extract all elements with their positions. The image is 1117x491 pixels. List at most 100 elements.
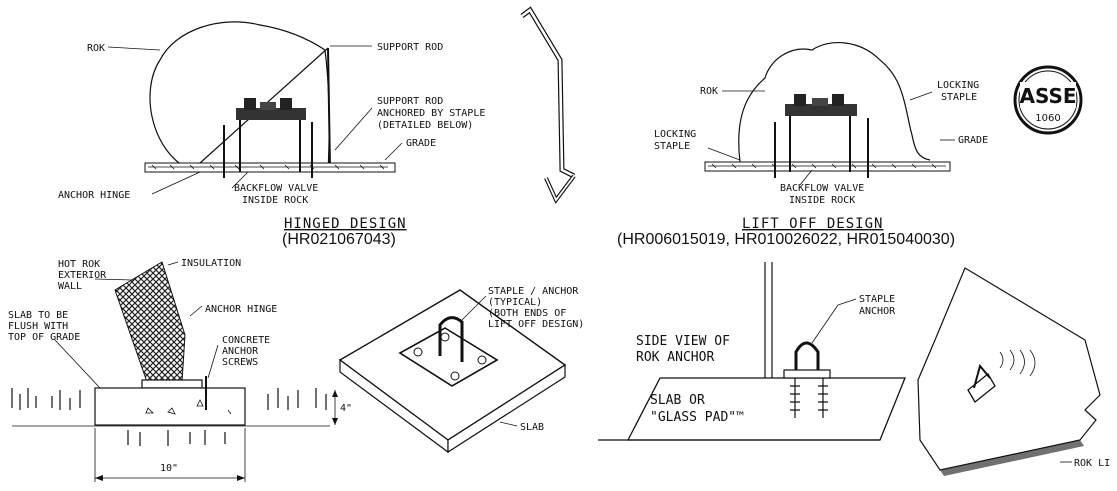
hinged-backflow-leader xyxy=(231,171,249,189)
staple-anchor-label-3: (BOTH ENDS OF xyxy=(488,308,566,319)
hinged-backflow-label-2: INSIDE ROCK xyxy=(242,195,308,206)
slab-flush-label-2: FLUSH WITH xyxy=(8,321,68,332)
exterior-wall-leader xyxy=(94,278,134,281)
side-view-staple-leader-2 xyxy=(837,298,857,306)
concrete-screws-label-2: ANCHOR xyxy=(222,346,259,357)
hinged-backflow-label-1: BACKFLOW VALVE xyxy=(234,183,318,194)
anchor-hinge-leader xyxy=(189,305,203,317)
liftoff-locking-left-leader xyxy=(707,147,741,161)
hinged-backflow-valve xyxy=(223,98,313,178)
rok-lid-figure: ROK LI xyxy=(917,267,1110,476)
exterior-wall-label-1: HOT ROK xyxy=(58,259,100,270)
staple-anchor-label-1: STAPLE / ANCHOR xyxy=(488,286,579,297)
plate-bolt-2 xyxy=(440,332,450,342)
staple-anchor-figure: STAPLE / ANCHOR (TYPICAL) (BOTH ENDS OF … xyxy=(338,286,584,454)
staple-anchor-label-2: (TYPICAL) xyxy=(488,297,542,308)
rok-lid-label: ROK LI xyxy=(1074,458,1110,469)
side-view-plate xyxy=(783,369,831,379)
concrete-slab-section xyxy=(94,387,246,426)
hinge-detail-figure: HOT ROK EXTERIOR WALL INSULATION ANCHOR … xyxy=(8,258,352,482)
hinged-rok-label: ROK xyxy=(87,43,105,54)
hinged-support-rod-label: SUPPORT ROD xyxy=(377,42,443,53)
liftoff-grade-label: GRADE xyxy=(958,135,988,146)
side-view-title-2: ROK ANCHOR xyxy=(636,350,714,365)
hinged-anchored-leader xyxy=(334,107,373,151)
hinged-rok-leader xyxy=(107,46,161,51)
hinged-grade-leader xyxy=(384,142,403,161)
rok-lid-plate xyxy=(967,373,996,403)
rok-lid-thickness xyxy=(940,440,1084,476)
plate-bolt-4 xyxy=(450,371,460,381)
side-view-figure: SIDE VIEW OF ROK ANCHOR STAPLE ANCHOR SL… xyxy=(598,262,906,441)
staple-anchor-label-4: LIFT OFF DESIGN) xyxy=(488,319,584,330)
isometric-slab-side xyxy=(447,363,566,454)
concrete-screws-label-1: CONCRETE xyxy=(222,335,270,346)
support-rod-tool xyxy=(520,6,576,204)
side-view-staple-leader xyxy=(811,304,839,344)
plate-bolt-3 xyxy=(477,355,487,365)
hinged-support-rod xyxy=(327,47,331,169)
hinged-anchor-hinge-label: ANCHOR HINGE xyxy=(58,190,130,201)
exterior-wall-label-3: WALL xyxy=(58,281,82,292)
liftoff-rok-label: ROK xyxy=(700,86,718,97)
depth-dimension-arrows xyxy=(332,390,338,425)
concrete-aggregate xyxy=(145,399,232,415)
hinged-anchored-label-3: (DETAILED BELOW) xyxy=(377,120,473,131)
asse-logo: ASSE 1060 xyxy=(1013,65,1083,135)
exterior-wall-label-2: EXTERIOR xyxy=(58,270,107,281)
concrete-screws-label-3: SCREWS xyxy=(222,357,258,368)
liftoff-backflow-leader xyxy=(799,169,813,186)
hinged-grade-slab xyxy=(144,162,396,173)
insulation-label: INSULATION xyxy=(181,258,241,269)
concrete-screw-leader xyxy=(207,344,219,379)
liftoff-backflow-label-2: INSIDE ROCK xyxy=(789,195,855,206)
liftoff-design-title: LIFT OFF DESIGN xyxy=(742,216,883,232)
grade-ticks xyxy=(11,388,327,446)
rok-lid-outline xyxy=(917,267,1101,471)
liftoff-locking-right-leader xyxy=(909,91,933,101)
slab-flush-label-3: TOP OF GRADE xyxy=(8,332,80,343)
detail-anchor-hinge-label: ANCHOR HINGE xyxy=(205,304,277,315)
staple-anchor-leader xyxy=(461,295,487,321)
liftoff-grade-slab xyxy=(704,161,951,172)
side-view-staple-label-1: STAPLE xyxy=(859,294,895,305)
liftoff-backflow-valve xyxy=(774,94,869,178)
side-view-staple-label-2: ANCHOR xyxy=(859,306,896,317)
staple-loop xyxy=(438,316,464,362)
asse-logo-text: ASSE xyxy=(1019,84,1076,108)
liftoff-design-code: (HR006015019, HR010026022, HR015040030) xyxy=(617,231,955,248)
hinged-grade-label: GRADE xyxy=(406,138,436,149)
hinged-anchor-hinge-leader xyxy=(151,171,201,195)
side-view-slab xyxy=(626,377,906,441)
slab-leader xyxy=(499,421,518,427)
slab-flush-leader xyxy=(54,339,101,389)
liftoff-rock-outline xyxy=(738,42,931,163)
liftoff-design-figure: ROK LOCKING STAPLE GRADE LOCKING STAPLE … xyxy=(617,42,988,248)
insulation-leader xyxy=(167,261,179,266)
liftoff-locking-left-label-1: LOCKING xyxy=(654,129,696,140)
liftoff-locking-left-label-2: STAPLE xyxy=(654,141,690,152)
side-view-staple xyxy=(794,341,820,378)
hinged-design-figure: ROK SUPPORT ROD SUPPORT ROD ANCHORED BY … xyxy=(58,21,485,248)
rok-lid-staple xyxy=(973,363,991,389)
rok-lid-arcs xyxy=(999,349,1036,377)
side-view-slab-label-1: SLAB OR xyxy=(650,393,705,408)
isometric-slab-label: SLAB xyxy=(520,422,544,433)
depth-dimension-label: 4" xyxy=(340,403,352,414)
plate-bolt-1 xyxy=(413,347,423,357)
side-view-screws xyxy=(790,378,828,418)
side-view-slab-label-2: "GLASS PAD"™ xyxy=(650,410,744,425)
side-view-title-1: SIDE VIEW OF xyxy=(636,334,730,349)
hinge-plate xyxy=(141,379,203,389)
liftoff-backflow-label-1: BACKFLOW VALVE xyxy=(780,183,864,194)
liftoff-locking-right-label-1: LOCKING xyxy=(937,80,979,91)
slab-flush-label-1: SLAB TO BE xyxy=(8,310,68,321)
hinged-design-code: (HR021067043) xyxy=(282,231,396,248)
hinged-anchored-label-1: SUPPORT ROD xyxy=(377,96,443,107)
liftoff-locking-right-label-2: STAPLE xyxy=(941,92,977,103)
width-dimension-label: 10" xyxy=(160,463,178,474)
insulation-panel xyxy=(114,261,186,383)
hinged-design-title: HINGED DESIGN xyxy=(284,216,407,232)
